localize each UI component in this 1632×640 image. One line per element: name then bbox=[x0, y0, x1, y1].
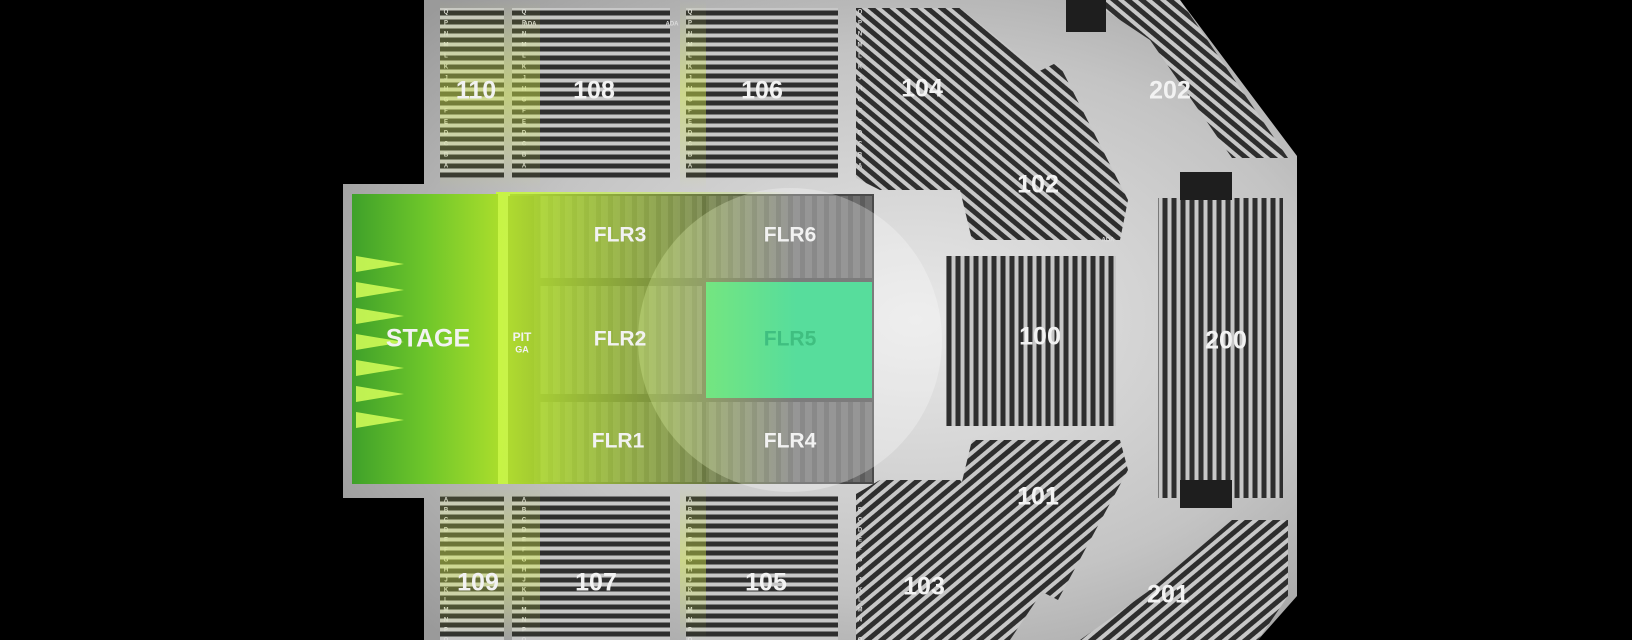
vomitory-top bbox=[1066, 0, 1106, 32]
row-letter: A bbox=[858, 498, 863, 504]
row-letter: J bbox=[858, 76, 861, 82]
section-105[interactable] bbox=[686, 496, 838, 640]
row-letter: Q bbox=[858, 10, 863, 16]
section-label-109: 109 bbox=[457, 569, 499, 597]
row-letter: B bbox=[858, 508, 863, 514]
pit-label-bottom: GA bbox=[515, 344, 529, 354]
row-letter: J bbox=[858, 578, 861, 584]
floor-label-flr1: FLR1 bbox=[592, 430, 645, 453]
section-label-103: 103 bbox=[903, 573, 945, 601]
floor-label-flr4: FLR4 bbox=[764, 430, 817, 453]
row-letter: F bbox=[858, 548, 862, 554]
floor-label-flr5: FLR5 bbox=[764, 328, 817, 351]
row-letter: H bbox=[858, 87, 862, 93]
row-letter: P bbox=[858, 21, 862, 27]
section-106[interactable] bbox=[686, 8, 838, 178]
floor-label-flr2: FLR2 bbox=[594, 328, 647, 351]
stage-glow-horizontal bbox=[496, 192, 796, 484]
stage-label: STAGE bbox=[386, 325, 470, 353]
stage-lights-icon bbox=[356, 256, 404, 428]
row-letter: H bbox=[858, 568, 862, 574]
row-letter: D bbox=[858, 131, 863, 137]
section-label-101: 101 bbox=[1017, 483, 1059, 511]
section-label-110: 110 bbox=[456, 77, 496, 105]
row-letter: Q bbox=[858, 638, 863, 640]
row-letter: B bbox=[858, 153, 863, 159]
section-label-105: 105 bbox=[745, 569, 787, 597]
row-letter: M bbox=[858, 608, 863, 614]
row-letter: G bbox=[858, 558, 863, 564]
ada-label-106: ADA bbox=[666, 22, 680, 28]
floor-label-flr3: FLR3 bbox=[594, 224, 647, 247]
section-label-106: 106 bbox=[741, 77, 783, 105]
row-letter: D bbox=[858, 528, 863, 534]
row-letter: C bbox=[858, 142, 863, 148]
section-label-108: 108 bbox=[573, 77, 615, 105]
row-letter: N bbox=[858, 32, 862, 38]
row-letter: A bbox=[858, 164, 863, 170]
section-103[interactable] bbox=[856, 480, 1050, 640]
row-letter: K bbox=[858, 588, 863, 594]
section-label-102: 102 bbox=[1017, 171, 1059, 199]
section-label-107: 107 bbox=[575, 569, 617, 597]
section-label-201: 201 bbox=[1147, 581, 1189, 609]
section-102[interactable] bbox=[960, 62, 1128, 240]
section-label-200: 200 bbox=[1205, 327, 1247, 355]
section-100[interactable] bbox=[946, 256, 1116, 426]
pit-label-top: PIT bbox=[513, 330, 532, 344]
vomitory-top-right bbox=[1180, 172, 1232, 200]
section-202[interactable] bbox=[1090, 0, 1288, 158]
section-label-104: 104 bbox=[901, 75, 943, 103]
section-201[interactable] bbox=[1080, 520, 1288, 640]
row-letter: G bbox=[858, 98, 863, 104]
stage-glow-bottom-column-2 bbox=[680, 480, 706, 640]
row-letter: M bbox=[858, 43, 863, 49]
vomitory-bottom-right bbox=[1180, 480, 1232, 508]
section-104[interactable] bbox=[856, 8, 1050, 190]
stage-glow-top-column-110 bbox=[440, 0, 540, 190]
ada-label-100: ADA bbox=[1102, 238, 1116, 244]
row-letter: P bbox=[858, 628, 862, 634]
row-letter: N bbox=[858, 618, 862, 624]
row-letter: L bbox=[858, 598, 862, 604]
row-letter: E bbox=[858, 120, 862, 126]
row-letter: C bbox=[858, 518, 863, 524]
stage-glow-bottom-column bbox=[440, 480, 540, 640]
floor-label-flr6: FLR6 bbox=[764, 224, 817, 247]
section-200[interactable] bbox=[1158, 198, 1283, 498]
row-letter: L bbox=[858, 54, 862, 60]
stage-glow-top-column-108 bbox=[680, 0, 706, 190]
row-letter: E bbox=[858, 538, 862, 544]
section-label-100: 100 bbox=[1019, 323, 1061, 351]
section-label-202: 202 bbox=[1149, 77, 1191, 105]
row-letter: K bbox=[858, 65, 863, 71]
row-letter: F bbox=[858, 109, 862, 115]
